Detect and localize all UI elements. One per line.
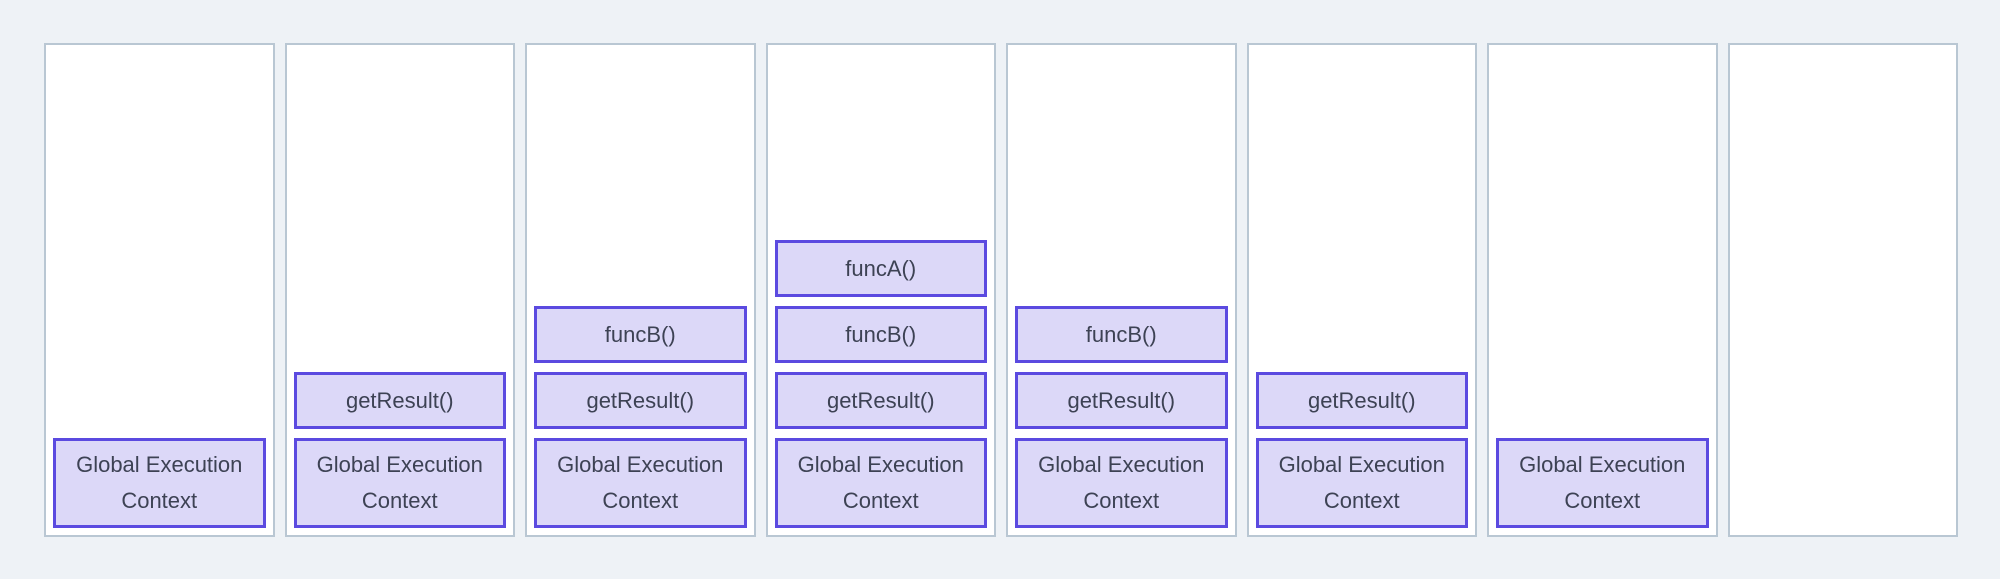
- stack-frame: Global Execution Context: [534, 438, 747, 528]
- stack-frame-label: getResult(): [586, 387, 695, 413]
- stack-frame: Global Execution Context: [53, 438, 266, 528]
- stack-frames: getResult() Global Execution Context: [1255, 372, 1468, 528]
- stack-frames: Global Execution Context: [53, 438, 266, 528]
- stack-frames: Global Execution Context: [1496, 438, 1709, 528]
- stack-frame-label: getResult(): [1067, 387, 1176, 413]
- stack-frame: funcB(): [1015, 306, 1228, 363]
- call-stack-step-1: Global Execution Context: [44, 43, 275, 537]
- stack-frame: funcB(): [534, 306, 747, 363]
- call-stack-step-8: [1727, 43, 1958, 537]
- stack-frame-label: getResult(): [826, 387, 935, 413]
- stack-frame-label: funcB(): [845, 321, 917, 347]
- call-stack-step-5: funcB() getResult() Global Execution Con…: [1006, 43, 1237, 537]
- call-stack-step-4: funcA() funcB() getResult() Global Execu…: [765, 43, 996, 537]
- stack-frame: getResult(): [1255, 372, 1468, 429]
- call-stack-step-3: funcB() getResult() Global Execution Con…: [525, 43, 756, 537]
- stack-frame: Global Execution Context: [1496, 438, 1709, 528]
- stack-frame-label: funcB(): [604, 321, 676, 347]
- stack-frame: Global Execution Context: [774, 438, 987, 528]
- call-stack-step-2: getResult() Global Execution Context: [284, 43, 515, 537]
- stack-frame-label: Global Execution Context: [1519, 452, 1686, 513]
- stack-frames: funcA() funcB() getResult() Global Execu…: [774, 240, 987, 528]
- stack-frame-label: Global Execution Context: [76, 452, 243, 513]
- stack-frame-label: getResult(): [1307, 387, 1416, 413]
- call-stack-diagram: Global Execution Context getResult() Glo…: [44, 43, 1958, 537]
- stack-frame: Global Execution Context: [1255, 438, 1468, 528]
- stack-frame-label: Global Execution Context: [797, 452, 964, 513]
- stack-frame: funcA(): [774, 240, 987, 297]
- stack-frame-label: Global Execution Context: [1038, 452, 1205, 513]
- stack-frame: getResult(): [774, 372, 987, 429]
- stack-frame: getResult(): [1015, 372, 1228, 429]
- stack-frame-label: Global Execution Context: [557, 452, 724, 513]
- call-stack-step-7: Global Execution Context: [1487, 43, 1718, 537]
- stack-frames: getResult() Global Execution Context: [293, 372, 506, 528]
- stack-frame: Global Execution Context: [1015, 438, 1228, 528]
- stack-frame: Global Execution Context: [293, 438, 506, 528]
- stack-frame-label: Global Execution Context: [1278, 452, 1445, 513]
- stack-frame-label: funcA(): [845, 255, 917, 281]
- stack-frame: getResult(): [534, 372, 747, 429]
- stack-frame: funcB(): [774, 306, 987, 363]
- stack-frames: funcB() getResult() Global Execution Con…: [534, 306, 747, 528]
- stack-frame-label: getResult(): [345, 387, 454, 413]
- stack-frame-label: Global Execution Context: [316, 452, 483, 513]
- call-stack-step-6: getResult() Global Execution Context: [1246, 43, 1477, 537]
- stack-frame: getResult(): [293, 372, 506, 429]
- stack-frames: funcB() getResult() Global Execution Con…: [1015, 306, 1228, 528]
- stack-frame-label: funcB(): [1085, 321, 1157, 347]
